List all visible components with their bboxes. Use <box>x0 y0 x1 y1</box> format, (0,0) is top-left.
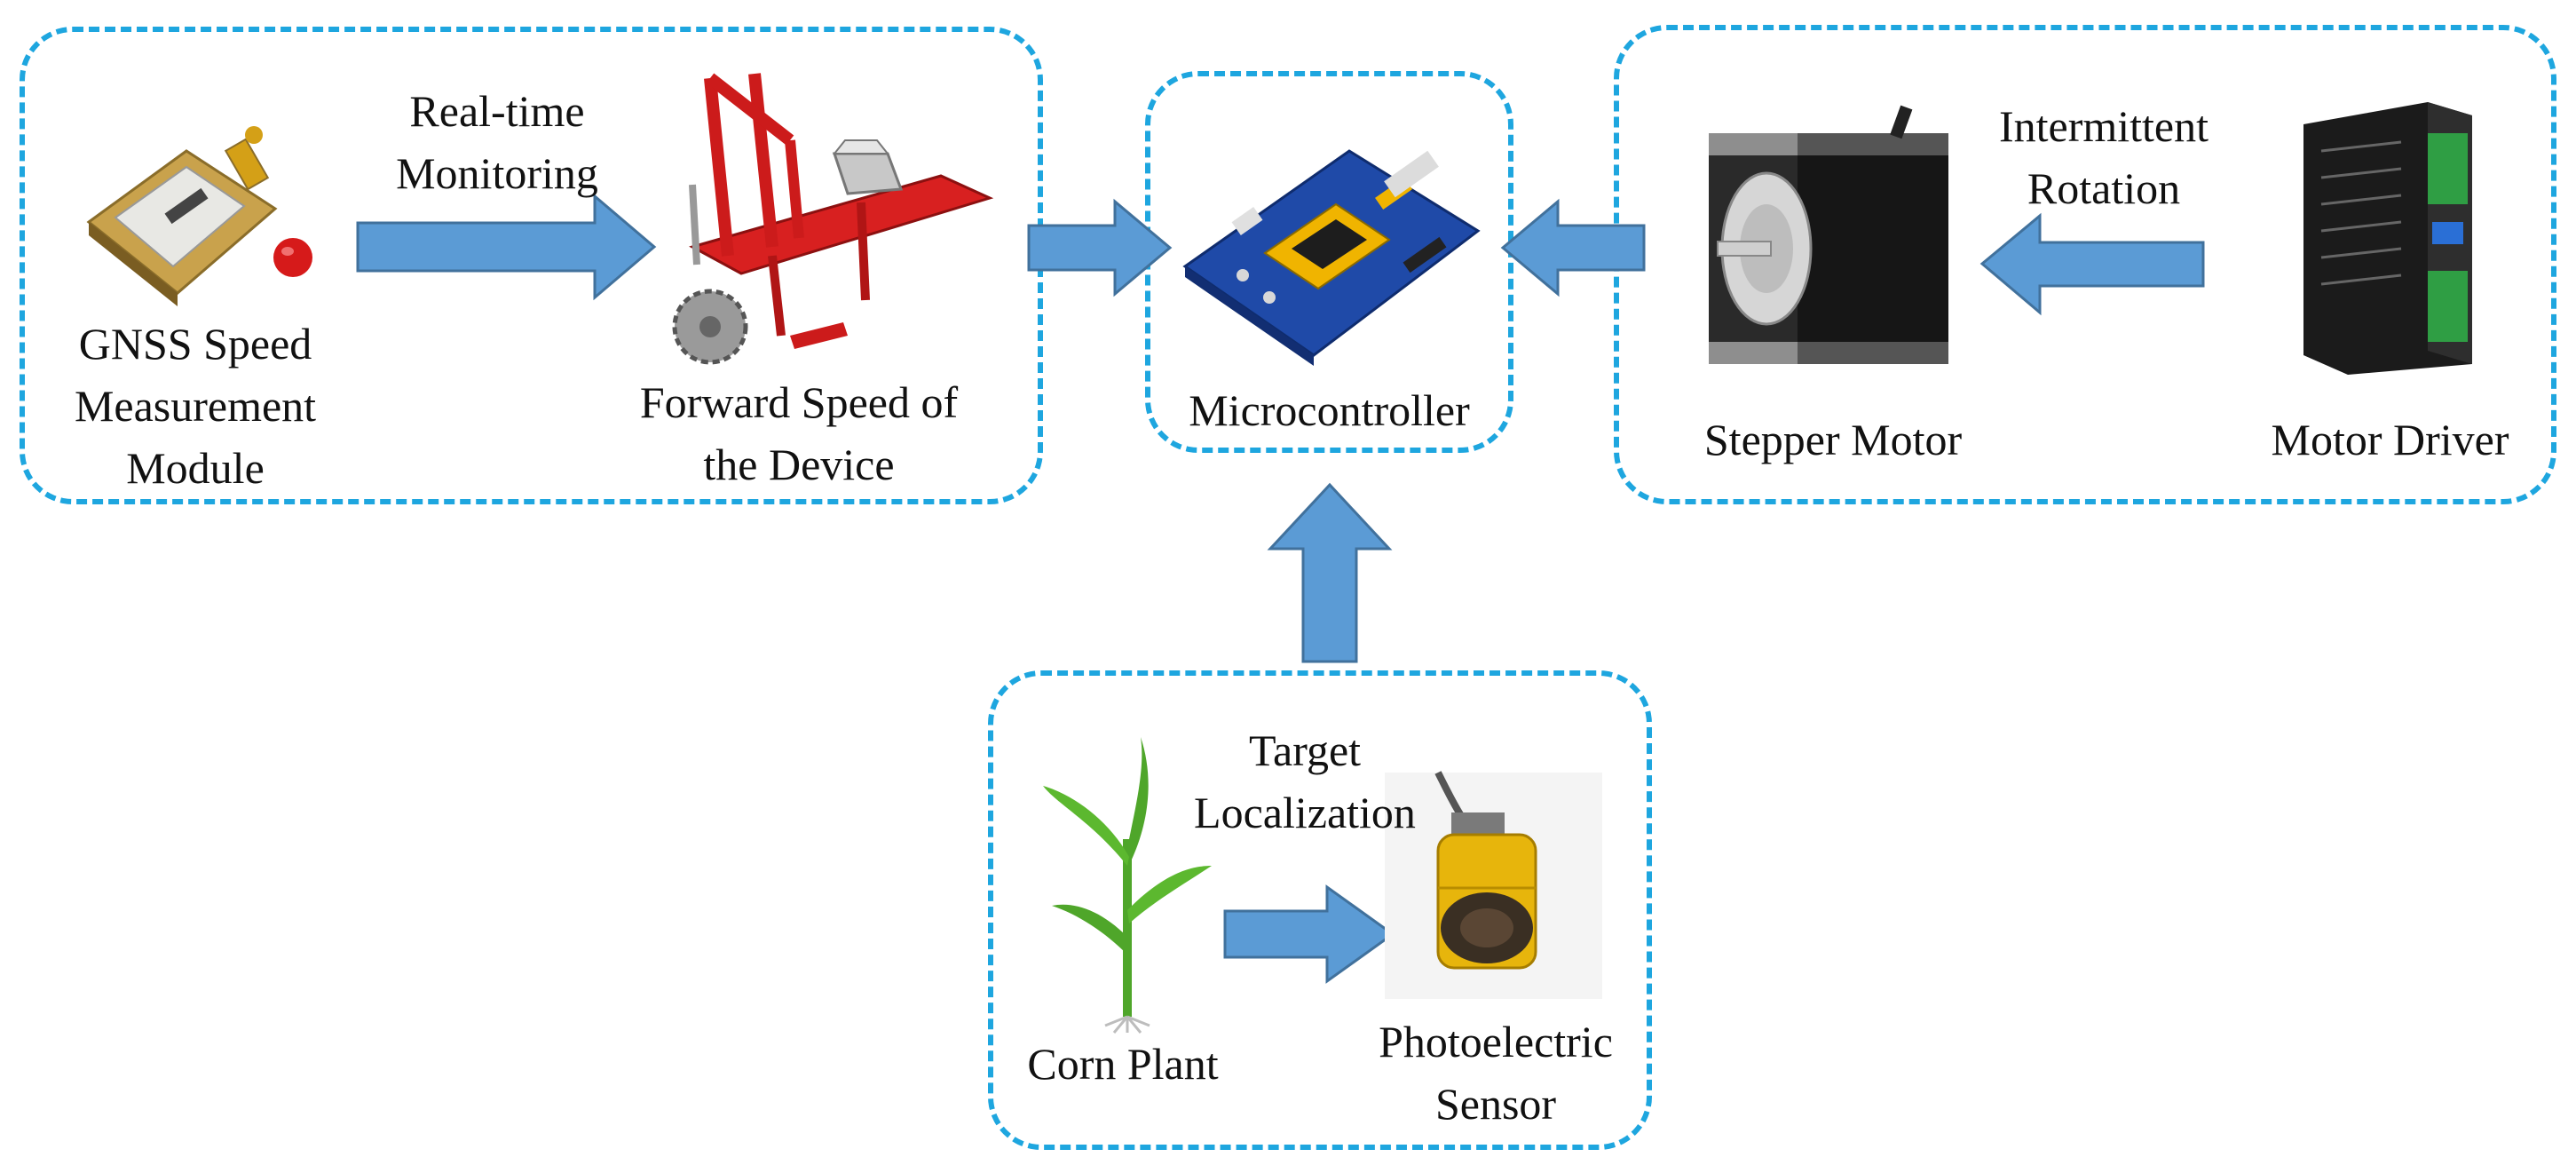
corn-plant-label: Corn Plant <box>1027 1039 1219 1089</box>
planter-device-icon <box>672 73 994 365</box>
stepper-motor-label: Stepper Motor <box>1703 415 1963 464</box>
motor-driver-icon <box>2303 102 2472 375</box>
gnss-module-icon <box>86 126 312 306</box>
arrow-to-microcontroller-bottom <box>1267 482 1393 663</box>
detection-group <box>988 670 1652 1150</box>
arrow-localization <box>1223 884 1395 984</box>
circuit-board-icon <box>1182 149 1481 366</box>
arrow-to-microcontroller-left <box>1027 198 1173 297</box>
arrow-to-microcontroller-right <box>1500 198 1646 297</box>
corn-plant-icon <box>1043 737 1212 1034</box>
stepper-motor-icon <box>1709 105 1948 364</box>
arrow-monitoring <box>356 193 657 301</box>
microcontroller-label: Microcontroller <box>1189 385 1470 435</box>
arrow-rotation <box>1979 212 2205 316</box>
photoelectric-sensor-icon <box>1385 771 1602 999</box>
motor-driver-label: Motor Driver <box>2271 415 2509 464</box>
